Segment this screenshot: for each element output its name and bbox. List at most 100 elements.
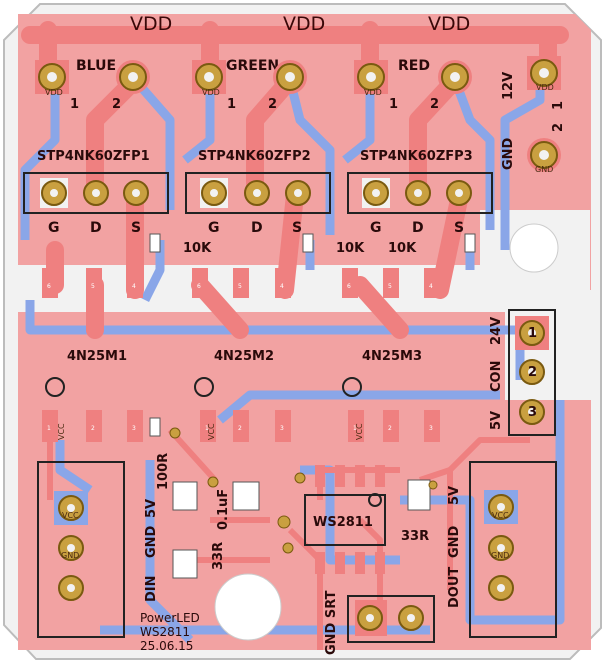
opto-pin-number: 1 — [47, 425, 51, 432]
pin-s: S — [131, 220, 141, 236]
vdd-label-3: VDD — [428, 13, 470, 35]
vcc-label: VCC — [57, 423, 66, 440]
opto-pin-number: 2 — [388, 425, 392, 432]
label-12v: 12V — [501, 72, 516, 100]
pin-number: 2 — [551, 123, 566, 132]
power-connector: VDD GND 12V GND 1 2 — [501, 56, 566, 174]
pin-s: S — [454, 220, 464, 236]
pad-label: VDD — [536, 83, 554, 92]
pad-label: VDD — [202, 88, 220, 97]
left-header: VCC GND 5V GND DIN — [37, 461, 159, 638]
opto-pin1-marker — [45, 377, 65, 397]
pad-label: GND — [491, 551, 509, 560]
mounting-hole-bottom — [214, 573, 282, 641]
resistor-10k-label-3: 10K — [388, 241, 417, 256]
resistor-10k-label-2: 10K — [336, 241, 365, 256]
resistor-10k-label-1: 10K — [183, 241, 212, 256]
vias — [169, 427, 438, 554]
opto-label-3: 4N25M3 — [362, 349, 422, 364]
pin-g: G — [370, 220, 382, 236]
pad-label: GND — [535, 165, 553, 174]
mosfet-3: G D S — [347, 172, 493, 236]
opto-label-2: 4N25M2 — [214, 349, 274, 364]
pad-label: VDD — [364, 88, 382, 97]
pin-number: 2 — [430, 97, 439, 112]
vcc-label: VCC — [355, 423, 364, 440]
opto-lower-pin-labels: 1 2 3 1 2 3 1 2 3 — [47, 425, 433, 432]
pin-g: G — [48, 220, 60, 236]
opto-pin-number: 4 — [132, 283, 136, 290]
ws2811-ic: WS2811 — [304, 465, 386, 574]
red-output-pads: VDD 1 2 — [354, 60, 472, 112]
label-con: CON — [489, 361, 504, 392]
pin-s: S — [292, 220, 302, 236]
pin-number: 1 — [227, 97, 236, 112]
pin-number: 2 — [112, 97, 121, 112]
opto-pin-number: 6 — [197, 283, 201, 290]
header-label-dout: DOUT — [447, 567, 462, 608]
srt-jumper: GND SRT — [324, 590, 435, 655]
footer-line-1: PowerLED — [140, 611, 200, 625]
opto-vcc-labels: VCC VCC VCC — [57, 423, 364, 440]
opto-pin-number: 6 — [47, 283, 51, 290]
smd-gnd-label: GND — [236, 491, 250, 498]
label-24v: 24V — [489, 317, 504, 345]
opto-pin-number: 3 — [132, 425, 136, 432]
opto-pin-number: 5 — [388, 283, 392, 290]
opto-pin-number: 4 — [429, 283, 433, 290]
mosfet-label-3: STP4NK60ZFP3 — [360, 149, 473, 164]
mosfet-1: G D S — [23, 172, 169, 236]
opto-pin1-marker — [194, 377, 214, 397]
opto-lower-pads — [42, 410, 440, 442]
pad-label: VCC — [62, 511, 79, 520]
led-output-pads: VDD 1 2 VDD 1 2 VDD 1 2 — [35, 60, 472, 112]
opto-pin-number: 3 — [429, 425, 433, 432]
green-output-pads: VDD 1 2 — [192, 60, 307, 112]
smd-components: VCC GND — [149, 417, 431, 579]
opto-label-1: 4N25M1 — [67, 349, 127, 364]
opto-pin1-marker — [342, 377, 362, 397]
blue-output-pads: VDD 1 2 — [35, 60, 150, 112]
smd-vcc-label: VCC — [176, 491, 188, 498]
header-label-din: DIN — [144, 575, 159, 602]
header-label-gnd: GND — [144, 525, 159, 558]
opto-pin-number: 6 — [347, 283, 351, 290]
pin-number: 1 — [528, 326, 537, 341]
mosfet-2: G D S — [185, 172, 331, 236]
opto-pin-number: 2 — [91, 425, 95, 432]
opto-pin-number: 1 — [353, 425, 357, 432]
opto-pin-number: 2 — [238, 425, 242, 432]
footer-line-3: 25.06.15 — [140, 639, 193, 653]
opto-pin-number: 1 — [205, 425, 209, 432]
opto-pin-number: 3 — [280, 425, 284, 432]
pin-number: 1 — [551, 101, 566, 110]
pin-d: D — [251, 220, 263, 236]
pin-d: D — [90, 220, 102, 236]
opto-upper-pin-labels: 6 5 4 6 5 4 6 5 4 — [47, 283, 433, 290]
pad-label: VDD — [45, 88, 63, 97]
pin-number: 3 — [528, 405, 537, 420]
pin-number: 2 — [268, 97, 277, 112]
cap-label: 0.1uF — [216, 489, 231, 530]
pin-number: 1 — [389, 97, 398, 112]
mounting-hole-top — [509, 223, 559, 273]
srt-label: GND SRT — [324, 590, 339, 655]
pad-label: VCC — [492, 511, 509, 520]
voltage-selector: 1 2 3 24V CON 5V — [489, 309, 556, 436]
footer-line-2: WS2811 — [140, 625, 190, 639]
channel-label-red: RED — [398, 58, 430, 74]
resistors-10k: 10K 10K 10K — [149, 233, 476, 256]
r-33-left-label: 33R — [211, 542, 226, 570]
label-gnd: GND — [501, 137, 516, 170]
ic-label: WS2811 — [313, 515, 373, 530]
mosfet-label-2: STP4NK60ZFP2 — [198, 149, 311, 164]
opto-pin-number: 4 — [280, 283, 284, 290]
pin-number: 1 — [70, 97, 79, 112]
pin-number: 2 — [528, 365, 537, 380]
label-5v: 5V — [489, 411, 504, 430]
opto-pin-number: 5 — [238, 283, 242, 290]
channel-label-green: GREEN — [226, 58, 279, 74]
r-100-label: 100R — [156, 453, 171, 490]
channel-label-blue: BLUE — [76, 58, 116, 74]
